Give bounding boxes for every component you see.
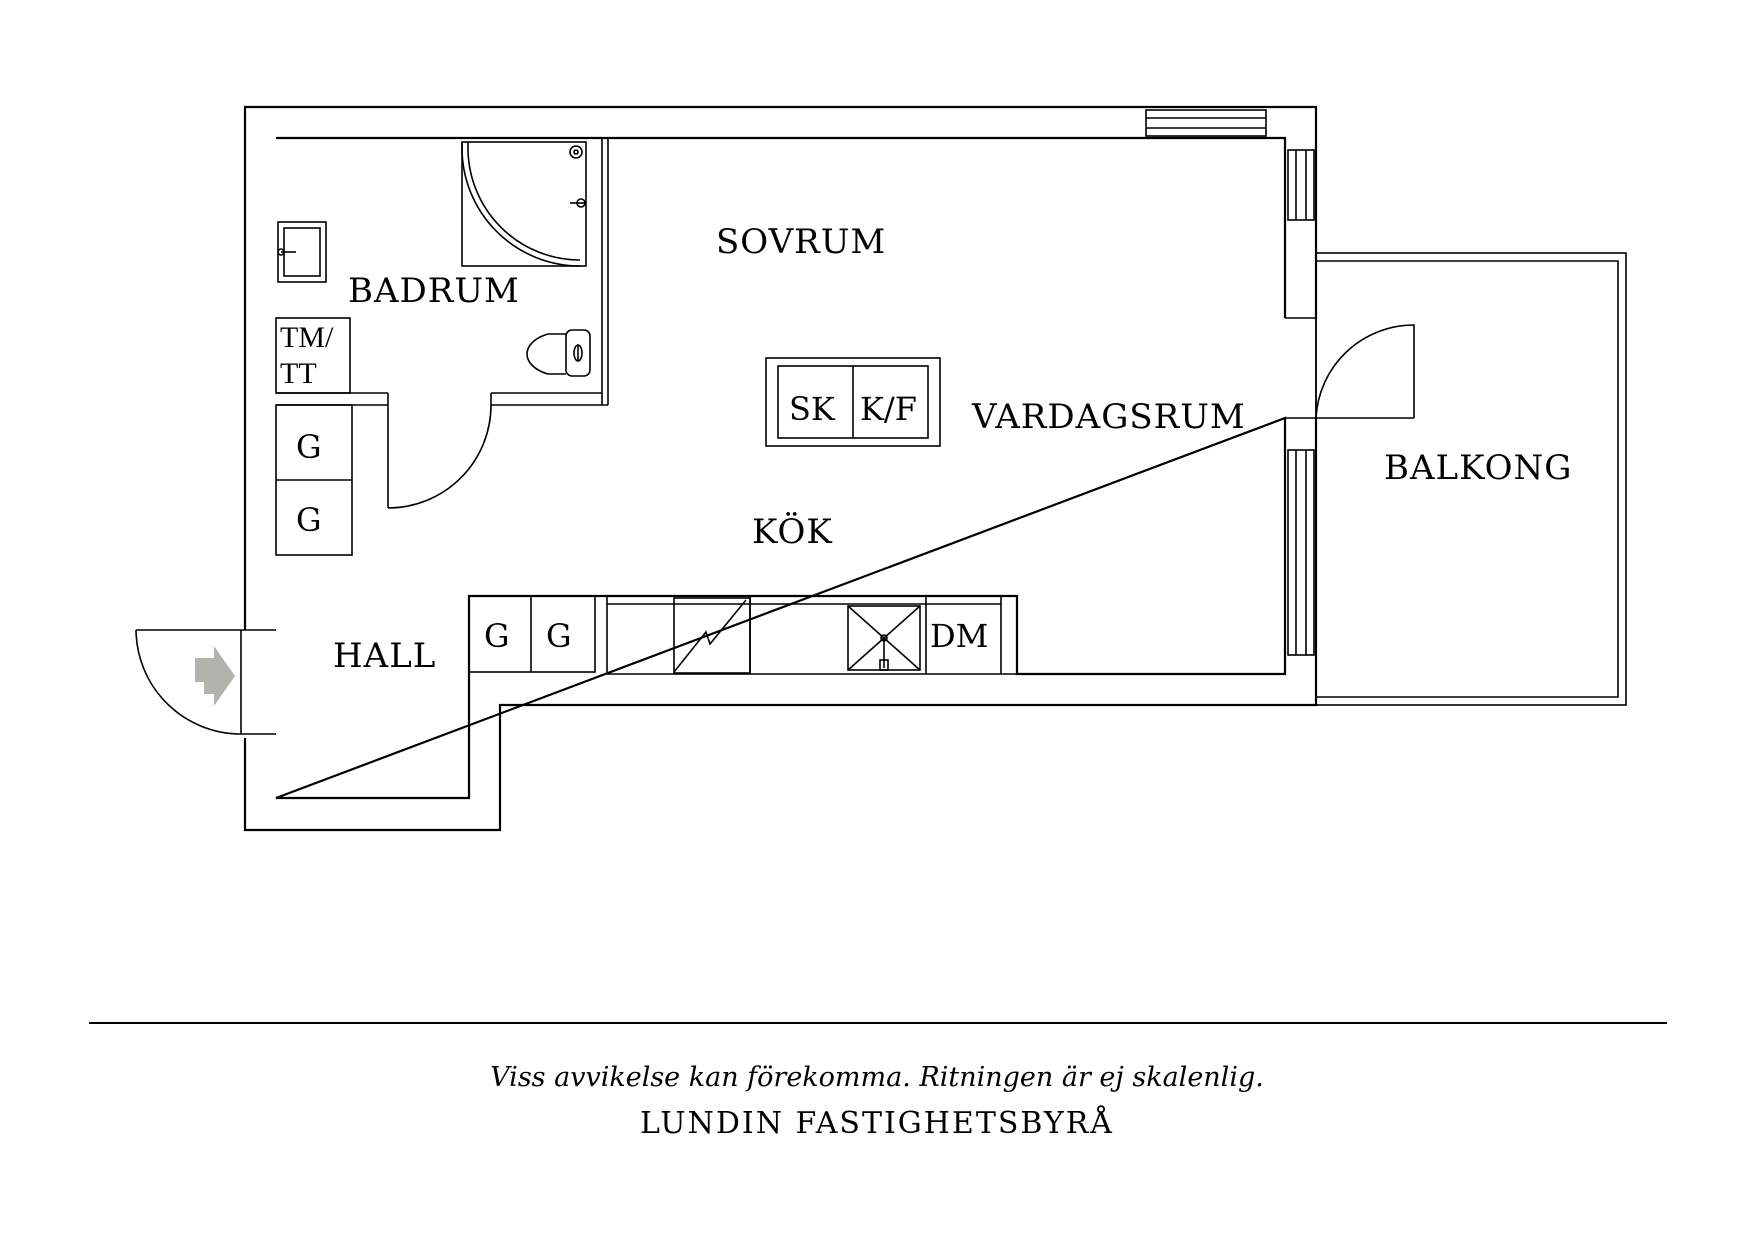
disclaimer-text: Viss avvikelse kan förekomma. Ritningen … (490, 1062, 1264, 1093)
wardrobe-label-g4: G (546, 617, 572, 655)
outer-walls (243, 105, 1318, 832)
shower-icon (461, 141, 587, 267)
room-label-balkong: BALKONG (1384, 448, 1572, 488)
balcony-outline (1315, 252, 1627, 706)
room-label-sovrum: SOVRUM (716, 222, 886, 262)
wardrobe-label-g3: G (484, 617, 510, 655)
floor-plan: TM/ TT G G G G DM (135, 105, 1627, 832)
footer-divider (89, 1022, 1667, 1024)
entry-arrow-icon (195, 646, 235, 706)
sk-label: SK (789, 390, 836, 428)
tm-tt-label-line2: TT (280, 357, 317, 390)
room-label-vardagsrum: VARDAGSRUM (971, 397, 1246, 437)
bathroom-walls (276, 138, 609, 406)
kf-label: K/F (860, 390, 917, 428)
bathroom-door (387, 404, 492, 509)
wardrobe-bottom (468, 595, 596, 673)
sk-kf-cabinet (765, 357, 941, 447)
wardrobe-left (275, 404, 353, 556)
wardrobe-label-g2: G (296, 501, 322, 539)
entry-door (135, 629, 279, 738)
sink-icon (847, 605, 921, 671)
agency-name: LUNDIN FASTIGHETSBYRÅ (640, 1106, 1114, 1141)
balcony-door (1283, 317, 1415, 419)
washbasin-icon (277, 221, 327, 283)
tm-tt-cabinet (275, 317, 351, 394)
wardrobe-label-g1: G (296, 428, 322, 466)
window-right-upper (1287, 149, 1315, 221)
window-right-lower (1287, 449, 1315, 656)
window-top (1145, 109, 1267, 137)
tm-tt-label-line1: TM/ (280, 321, 334, 354)
room-label-badrum: BADRUM (348, 271, 520, 311)
stove-icon (673, 597, 751, 674)
room-label-kok: KÖK (752, 511, 833, 552)
room-label-hall: HALL (333, 636, 436, 676)
toilet-icon (526, 329, 591, 377)
dishwasher-label: DM (930, 617, 988, 655)
